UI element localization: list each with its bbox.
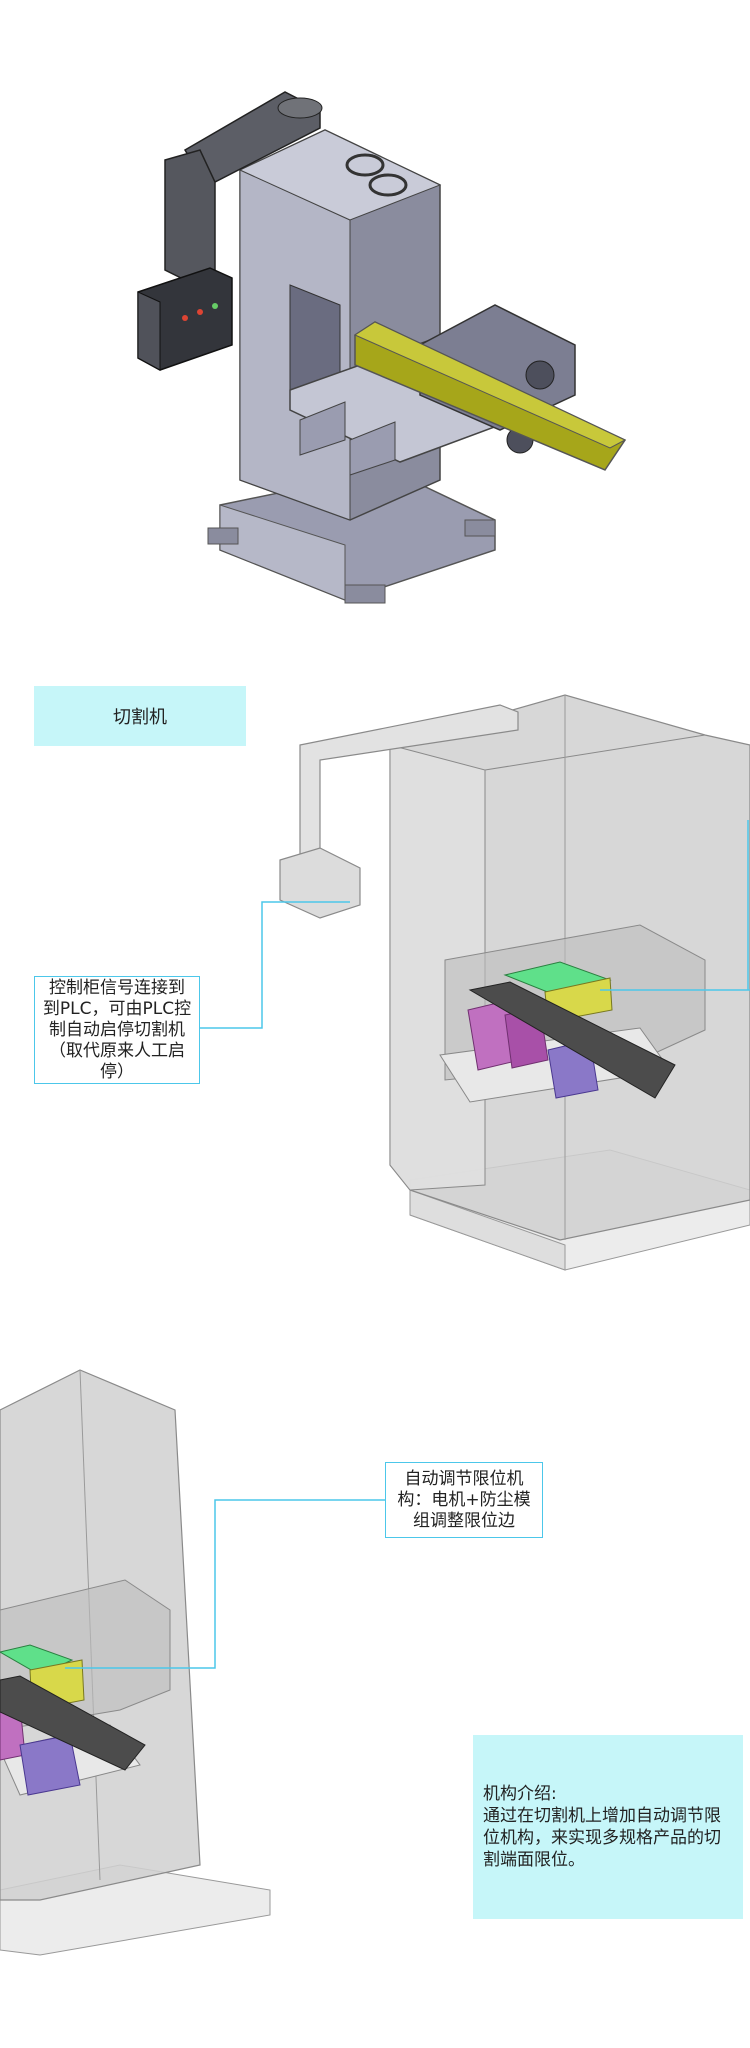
intro-heading: 机构介绍: xyxy=(483,1784,557,1804)
title-text: 切割机 xyxy=(113,707,167,728)
transparent-control-box xyxy=(279,847,361,919)
auto-limit-callout: 自动调节限位机构：电机+防尘模组调整限位边 xyxy=(385,1462,543,1538)
intro-body: 通过在切割机上增加自动调节限位机构，来实现多规格产品的切割端面限位。 xyxy=(483,1806,721,1870)
control-cabinet-text: 控制柜信号连接到到PLC，可由PLC控制自动启停切割机（取代原来人工启停） xyxy=(42,977,192,1082)
control-cabinet-callout: 控制柜信号连接到到PLC，可由PLC控制自动启停切割机（取代原来人工启停） xyxy=(34,976,200,1084)
closeup-mesh-conveyor xyxy=(0,1675,146,1771)
cutting-machine-title: 切割机 xyxy=(34,686,246,746)
handwheel-1 xyxy=(345,153,385,177)
mesh-conveyor xyxy=(468,981,676,1099)
auto-limit-text: 自动调节限位机构：电机+防尘模组调整限位边 xyxy=(397,1468,531,1531)
handwheel-2 xyxy=(368,173,408,197)
closeup-purple-fixture xyxy=(19,1734,81,1796)
mechanism-intro-box: 机构介绍: 通过在切割机上增加自动调节限位机构，来实现多规格产品的切割端面限位。 xyxy=(473,1735,743,1919)
